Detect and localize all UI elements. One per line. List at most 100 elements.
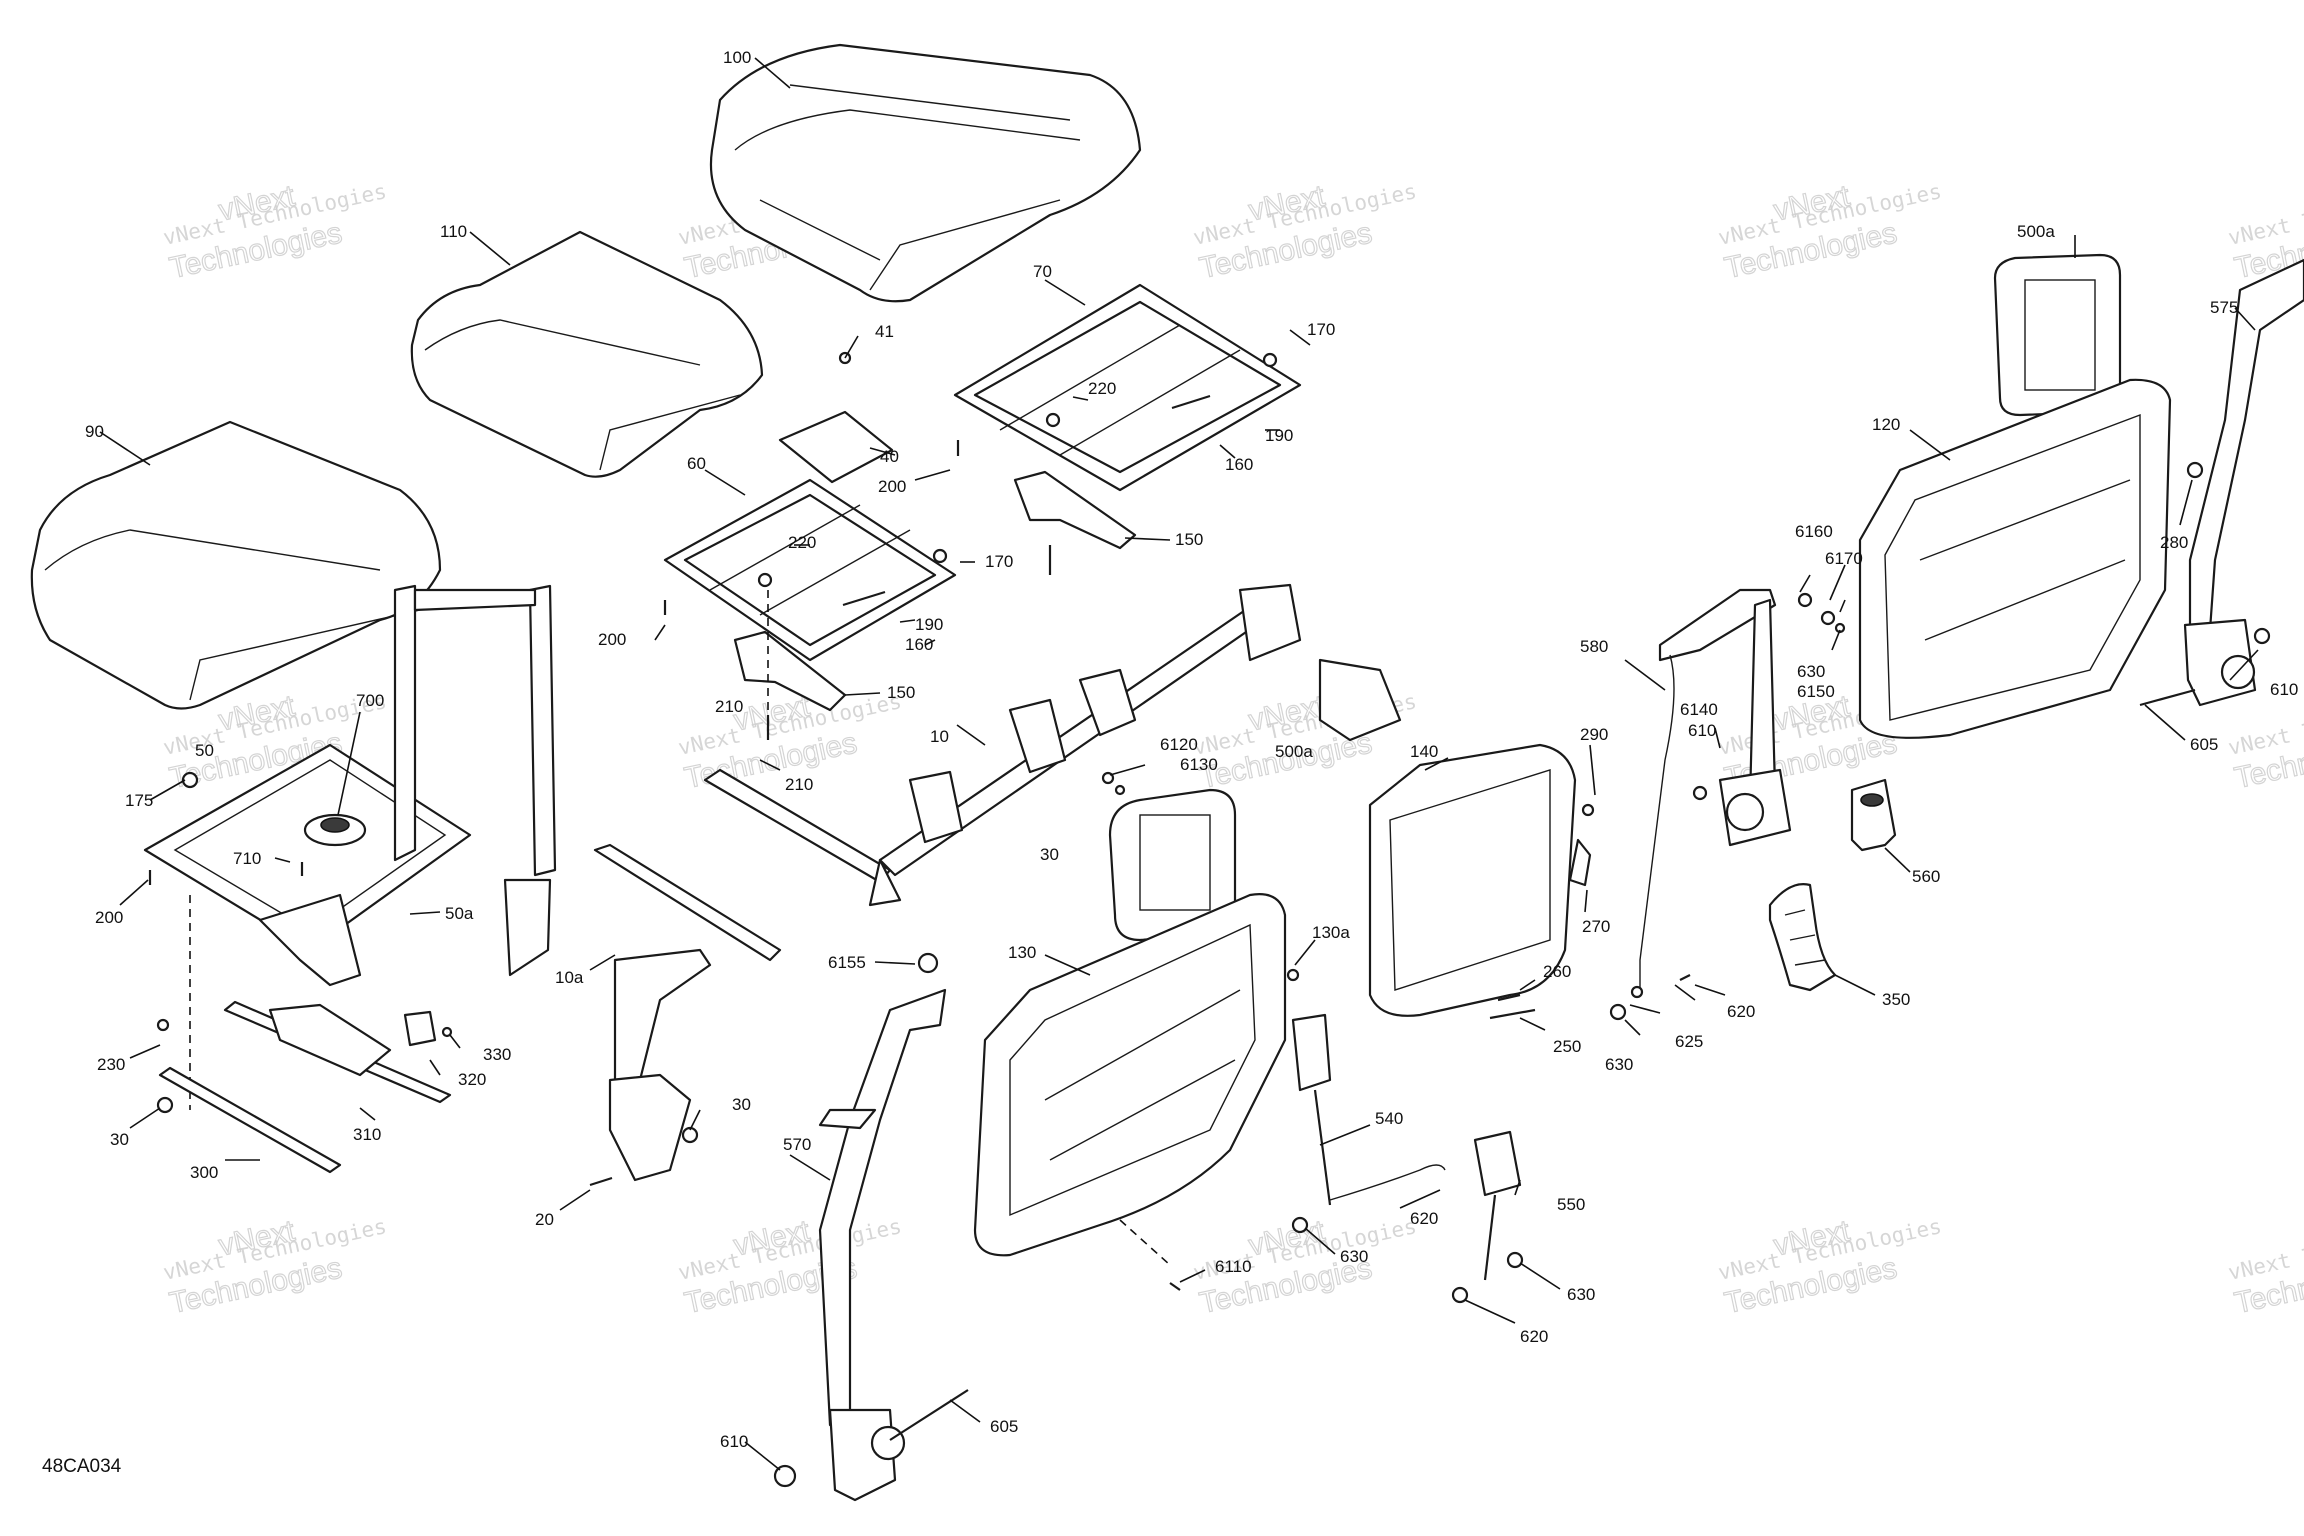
- callout-320: 320: [458, 1070, 486, 1089]
- callout-6110: 6110: [1215, 1257, 1252, 1276]
- callout-620b: 620: [1520, 1327, 1548, 1346]
- callout-625: 625: [1675, 1032, 1703, 1051]
- seat-slide-150: [733, 470, 1137, 712]
- seat-back-130: [973, 893, 1287, 1257]
- callout-130a: 130a: [1312, 923, 1350, 942]
- callout-170a: 170: [1307, 320, 1335, 339]
- callout-540: 540: [1375, 1109, 1403, 1128]
- callout-175: 175: [125, 791, 153, 810]
- callout-6140: 6140: [1680, 700, 1718, 719]
- callout-6150: 6150: [1797, 682, 1835, 701]
- callout-300: 300: [190, 1163, 218, 1182]
- access-panel-40: [778, 335, 894, 484]
- callout-90: 90: [85, 422, 104, 441]
- fasteners-upper: [663, 352, 1278, 740]
- callout-605b: 605: [2190, 735, 2218, 754]
- seat-back-140: [1368, 743, 1595, 1020]
- callout-190b: 190: [915, 615, 943, 634]
- callout-100: 100: [723, 48, 751, 67]
- callout-260: 260: [1543, 962, 1571, 981]
- callout-6130: 6130: [1180, 755, 1218, 774]
- callout-40: 40: [880, 447, 899, 466]
- callout-570: 570: [783, 1135, 811, 1154]
- callout-6120: 6120: [1160, 735, 1198, 754]
- callout-630d: 630: [1797, 662, 1825, 681]
- callout-230: 230: [97, 1055, 125, 1074]
- callout-160b: 160: [905, 635, 933, 654]
- callout-140: 140: [1410, 742, 1438, 761]
- seatbelt-570: [773, 952, 969, 1502]
- callout-630b: 630: [1567, 1285, 1595, 1304]
- callout-170b: 170: [985, 552, 1013, 571]
- callout-70: 70: [1033, 262, 1052, 281]
- callout-500a-top: 500a: [2017, 222, 2055, 241]
- callout-630a: 630: [1340, 1247, 1368, 1266]
- callout-500a-mid: 500a: [1275, 742, 1313, 761]
- cross-frame-10: [593, 583, 1402, 962]
- callout-630c: 630: [1605, 1055, 1633, 1074]
- leader-lines: [99, 57, 2259, 1471]
- callout-610c: 610: [2270, 680, 2298, 699]
- callout-6170: 6170: [1825, 549, 1863, 568]
- buckle-540: [1291, 1013, 1446, 1234]
- callout-130: 130: [1008, 943, 1036, 962]
- callout-710: 710: [233, 849, 261, 868]
- callout-30a: 30: [1040, 845, 1059, 864]
- callout-330: 330: [483, 1045, 511, 1064]
- callout-6155: 6155: [828, 953, 866, 972]
- callout-50: 50: [195, 741, 214, 760]
- callout-120: 120: [1872, 415, 1900, 434]
- callout-280: 280: [2160, 533, 2188, 552]
- callout-560: 560: [1912, 867, 1940, 886]
- fasteners-left: [148, 771, 304, 1110]
- callout-200a: 200: [878, 477, 906, 496]
- seatbelt-575: [2139, 258, 2304, 707]
- callout-550: 550: [1557, 1195, 1585, 1214]
- seat-riser-50: [143, 584, 557, 987]
- callout-290: 290: [1580, 725, 1608, 744]
- seat-frame-70: [953, 283, 1302, 492]
- callout-60: 60: [687, 454, 706, 473]
- seat-cushion-100: [709, 43, 1142, 303]
- seat-cushion-90: [30, 420, 442, 710]
- seat-cushion-110: [410, 230, 764, 478]
- callout-10: 10: [930, 727, 949, 746]
- buckle-cover-350: [1768, 883, 1837, 992]
- callout-210b: 210: [785, 775, 813, 794]
- callout-580: 580: [1580, 637, 1608, 656]
- seat-back-120: [1858, 378, 2204, 739]
- seatbelt-580: [1609, 588, 1846, 1021]
- figure-code: 48CA034: [42, 1456, 122, 1477]
- seat-rails-300-330: [156, 1000, 453, 1174]
- callout-210: 210: [715, 697, 743, 716]
- fasteners-130: [1101, 771, 1300, 1291]
- callout-610b: 610: [1688, 721, 1716, 740]
- callout-150b: 150: [887, 683, 915, 702]
- callout-150a: 150: [1175, 530, 1203, 549]
- callout-310: 310: [353, 1125, 381, 1144]
- callout-190a: 190: [1265, 426, 1293, 445]
- seatbelt-sensor-700: [303, 813, 367, 847]
- bracket-10a: [589, 948, 712, 1187]
- callout-220b: 220: [788, 533, 816, 552]
- callout-620c: 620: [1727, 1002, 1755, 1021]
- callout-20: 20: [535, 1210, 554, 1229]
- callout-350: 350: [1882, 990, 1910, 1009]
- callout-110: 110: [440, 222, 467, 241]
- callout-250: 250: [1553, 1037, 1581, 1056]
- callout-220a: 220: [1088, 379, 1116, 398]
- callout-50a: 50a: [445, 904, 474, 923]
- callout-10a: 10a: [555, 968, 584, 987]
- callout-610a: 610: [720, 1432, 748, 1451]
- callout-605a: 605: [990, 1417, 1018, 1436]
- callout-575: 575: [2210, 298, 2238, 317]
- callout-30c: 30: [110, 1130, 129, 1149]
- callout-200c: 200: [95, 908, 123, 927]
- callout-620a: 620: [1410, 1209, 1438, 1228]
- callout-labels: 100 110 90 41 40 200 70 170 220 190 160 …: [85, 48, 2298, 1451]
- callout-30b: 30: [732, 1095, 751, 1114]
- callout-6160: 6160: [1795, 522, 1833, 541]
- callout-700: 700: [356, 691, 384, 710]
- buckle-550: [1451, 1130, 1524, 1304]
